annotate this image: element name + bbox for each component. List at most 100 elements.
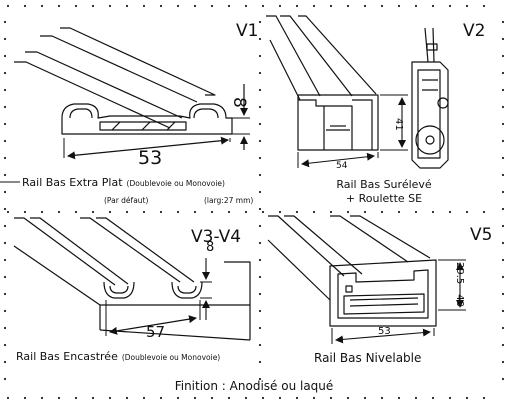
frame-dot <box>501 377 505 381</box>
v1-default-note: (Par défaut) <box>104 196 148 205</box>
frame-dot <box>91 210 95 214</box>
frame-dot <box>501 190 505 194</box>
frame-dot <box>3 122 7 126</box>
frame-dot <box>142 4 146 8</box>
frame-dot <box>501 156 505 160</box>
frame-dot <box>3 258 7 262</box>
frame-dot <box>501 173 505 177</box>
frame-dot <box>258 326 262 330</box>
frame-dot <box>244 4 248 8</box>
finish-note: Finition : Anodisé ou laqué <box>175 379 334 393</box>
frame-dot <box>258 207 262 211</box>
v5-caption: Rail Bas Nivelable <box>314 351 421 365</box>
frame-dot <box>261 396 265 400</box>
frame-dot <box>258 190 262 194</box>
frame-dot <box>501 207 505 211</box>
frame-dot <box>210 210 214 214</box>
frame-dot <box>482 396 486 400</box>
frame-dot <box>258 139 262 143</box>
frame-dot <box>142 210 146 214</box>
frame-dot <box>176 4 180 8</box>
frame-dot <box>227 396 231 400</box>
frame-dot <box>465 396 469 400</box>
frame-dot <box>3 275 7 279</box>
v5-rail-drawing <box>267 215 437 327</box>
v3v4-dimensions <box>105 258 212 336</box>
v2-height-dimension: 41 <box>393 118 404 131</box>
frame-dot <box>210 396 214 400</box>
frame-dot <box>6 4 10 8</box>
v2-badge: V2 <box>463 21 485 41</box>
frame-dot <box>3 224 7 228</box>
frame-dot <box>295 4 299 8</box>
frame-dot <box>244 210 248 214</box>
v1-caption: Rail Bas Extra Plat(Doublevoie ou Monovo… <box>22 176 225 189</box>
frame-dot <box>501 275 505 279</box>
frame-dot <box>108 4 112 8</box>
frame-dot <box>329 210 333 214</box>
frame-dot <box>380 396 384 400</box>
frame-dot <box>91 4 95 8</box>
frame-dot <box>501 37 505 41</box>
frame-dot <box>329 396 333 400</box>
frame-dot <box>3 207 7 211</box>
frame-dot <box>6 396 10 400</box>
frame-dot <box>125 210 129 214</box>
frame-dot <box>431 4 435 8</box>
frame-dot <box>258 105 262 109</box>
frame-dot <box>3 326 7 330</box>
v2-caption-line1: Rail Bas Surélevé <box>336 178 432 191</box>
frame-dot <box>176 396 180 400</box>
v2-dimensions <box>297 94 408 168</box>
frame-dot <box>312 210 316 214</box>
frame-dot <box>258 173 262 177</box>
frame-dot <box>295 210 299 214</box>
frame-dot <box>448 4 452 8</box>
frame-dot <box>258 343 262 347</box>
frame-dot <box>346 4 350 8</box>
frame-dot <box>176 210 180 214</box>
frame-dot <box>501 241 505 245</box>
v1-badge: V1 <box>236 21 258 41</box>
frame-dot <box>40 210 44 214</box>
frame-dot <box>159 210 163 214</box>
frame-dot <box>414 210 418 214</box>
frame-dot <box>278 210 282 214</box>
frame-dot <box>501 88 505 92</box>
frame-dot <box>258 54 262 58</box>
v3v4-width-dimension: 57 <box>146 323 165 341</box>
frame-dot <box>380 210 384 214</box>
frame-dot <box>193 210 197 214</box>
frame-dot <box>258 71 262 75</box>
frame-dot <box>363 396 367 400</box>
v3v4-badge: V3-V4 <box>191 227 241 247</box>
frame-dot <box>501 326 505 330</box>
frame-dot <box>258 88 262 92</box>
frame-dot <box>397 396 401 400</box>
frame-dot <box>501 343 505 347</box>
frame-dot <box>6 210 10 214</box>
frame-dot <box>3 105 7 109</box>
frame-dot <box>23 396 27 400</box>
frame-dot <box>3 360 7 364</box>
frame-dot <box>482 4 486 8</box>
frame-dot <box>414 396 418 400</box>
frame-dot <box>40 396 44 400</box>
frame-dot <box>258 20 262 24</box>
frame-dot <box>501 360 505 364</box>
frame-dot <box>23 210 27 214</box>
frame-dot <box>448 396 452 400</box>
frame-dot <box>3 343 7 347</box>
frame-dot <box>501 309 505 313</box>
frame-dot <box>74 396 78 400</box>
frame-dot <box>3 190 7 194</box>
frame-dot <box>312 396 316 400</box>
frame-dot <box>3 71 7 75</box>
frame-dot <box>397 210 401 214</box>
frame-dot <box>3 54 7 58</box>
frame-dot <box>3 309 7 313</box>
v2-caption-line2: + Roulette SE <box>346 192 422 205</box>
frame-dot <box>227 4 231 8</box>
